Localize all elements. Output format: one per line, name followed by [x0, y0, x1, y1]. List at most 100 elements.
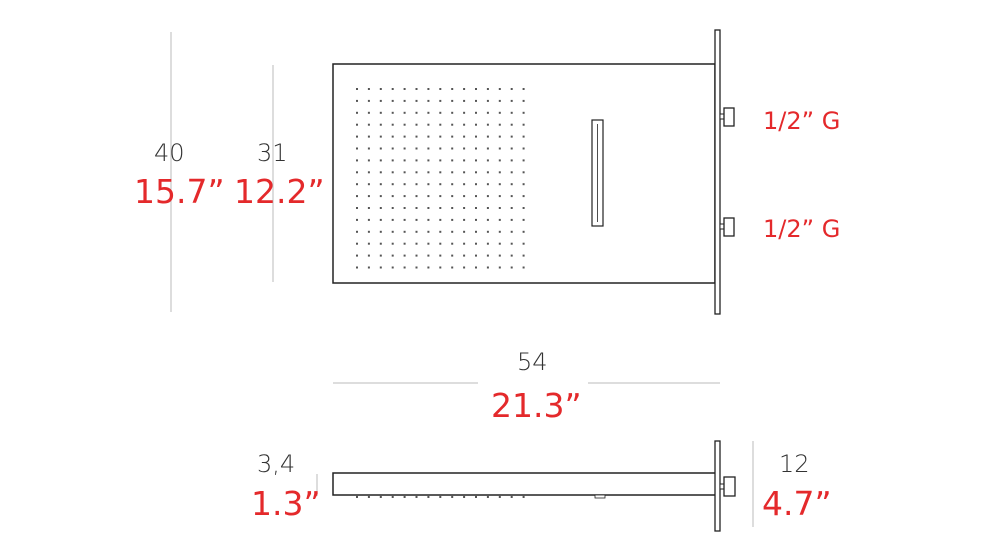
- nozzle-dot: [367, 88, 370, 90]
- nozzle-dot: [463, 230, 466, 233]
- nozzle-dot: [522, 147, 525, 150]
- nozzle-dot: [522, 159, 525, 162]
- nozzle-dot: [427, 218, 430, 221]
- nozzle-dot: [522, 99, 525, 102]
- side-nozzle-tick: [367, 495, 370, 498]
- nozzle-dot: [379, 242, 382, 245]
- nozzle-dot: [451, 195, 454, 198]
- nozzle-dot: [403, 183, 406, 186]
- nozzle-dot: [379, 135, 382, 138]
- nozzle-dot: [427, 123, 430, 126]
- nozzle-dot: [498, 171, 501, 174]
- connector-bottom: [719, 217, 735, 237]
- nozzle-dot: [391, 171, 394, 174]
- nozzle-dot: [486, 254, 489, 257]
- nozzle-dot: [498, 147, 501, 150]
- nozzle-dot: [427, 159, 430, 162]
- nozzle-dot: [475, 195, 477, 198]
- nozzle-dot: [391, 183, 394, 186]
- nozzle-dot: [486, 195, 489, 198]
- height-panel-metric: 31: [257, 139, 288, 167]
- nozzle-dot: [522, 123, 525, 126]
- nozzle-dot: [391, 147, 394, 150]
- nozzle-dot: [379, 195, 382, 198]
- nozzle-dot: [367, 159, 370, 162]
- wall-plate-side: [714, 440, 721, 532]
- thickness-metric: 3,4: [257, 450, 296, 478]
- nozzle-dot: [415, 195, 418, 198]
- nozzle-dot: [510, 254, 513, 257]
- nozzle-dot: [486, 88, 489, 90]
- nozzle-dot: [486, 183, 489, 186]
- nozzle-dot: [498, 230, 501, 233]
- nozzle-dot: [463, 207, 466, 209]
- nozzle-dot: [415, 147, 418, 150]
- nozzle-dot: [356, 254, 358, 257]
- nozzle-dot: [391, 135, 394, 138]
- nozzle-dot: [510, 195, 513, 198]
- nozzle-dot: [391, 123, 394, 126]
- nozzle-dot: [356, 123, 358, 126]
- nozzle-dot: [439, 218, 442, 221]
- nozzle-dot: [522, 183, 525, 186]
- nozzle-dot: [367, 242, 370, 245]
- nozzle-dot: [415, 135, 418, 138]
- nozzle-dot: [439, 183, 442, 186]
- nozzle-dot: [379, 123, 382, 126]
- nozzle-dot: [522, 207, 525, 209]
- nozzle-dot: [403, 123, 406, 126]
- nozzle-dot: [439, 159, 442, 162]
- nozzle-dot: [427, 183, 430, 186]
- width-metric: 54: [517, 348, 548, 376]
- nozzle-dot: [463, 135, 466, 138]
- nozzle-dot: [451, 183, 454, 186]
- nozzle-dot: [451, 171, 454, 174]
- side-nozzle-tick: [439, 495, 442, 498]
- nozzle-dot: [475, 88, 477, 90]
- nozzle-dot: [356, 171, 358, 174]
- nozzle-dot: [451, 135, 454, 138]
- nozzle-dot: [510, 135, 513, 138]
- nozzle-dot: [463, 171, 466, 174]
- side-nozzle-tick: [522, 495, 525, 498]
- nozzle-dot: [510, 171, 513, 174]
- nozzle-dot: [427, 254, 430, 257]
- nozzle-dot: [486, 147, 489, 150]
- nozzle-dot: [415, 242, 418, 245]
- nozzle-dot: [379, 88, 382, 90]
- thickness-imperial: 1.3”: [251, 484, 321, 523]
- nozzle-dot: [522, 230, 525, 233]
- nozzle-grid: [356, 88, 525, 269]
- nozzle-dot: [510, 242, 513, 245]
- height-panel-imperial: 12.2”: [234, 172, 325, 211]
- nozzle-dot: [367, 207, 370, 209]
- side-nozzle-row: [356, 495, 525, 498]
- nozzle-dot: [475, 242, 477, 245]
- side-nozzle-tick: [510, 495, 513, 498]
- nozzle-dot: [367, 147, 370, 150]
- nozzle-dot: [498, 159, 501, 162]
- nozzle-dot: [427, 266, 430, 269]
- nozzle-dot: [439, 123, 442, 126]
- nozzle-dot: [356, 218, 358, 221]
- nozzle-dot: [439, 99, 442, 102]
- nozzle-dot: [498, 195, 501, 198]
- nozzle-dot: [367, 218, 370, 221]
- nozzle-dot: [522, 195, 525, 198]
- nozzle-dot: [391, 218, 394, 221]
- nozzle-dot: [379, 207, 382, 209]
- nozzle-dot: [379, 230, 382, 233]
- nozzle-dot: [463, 266, 466, 269]
- nozzle-dot: [463, 183, 466, 186]
- nozzle-dot: [486, 111, 489, 114]
- nozzle-dot: [415, 207, 418, 209]
- nozzle-dot: [498, 242, 501, 245]
- nozzle-dot: [415, 111, 418, 114]
- nozzle-dot: [486, 242, 489, 245]
- nozzle-dot: [367, 195, 370, 198]
- nozzle-dot: [522, 254, 525, 257]
- nozzle-dot: [367, 266, 370, 269]
- nozzle-dot: [379, 159, 382, 162]
- nozzle-dot: [451, 266, 454, 269]
